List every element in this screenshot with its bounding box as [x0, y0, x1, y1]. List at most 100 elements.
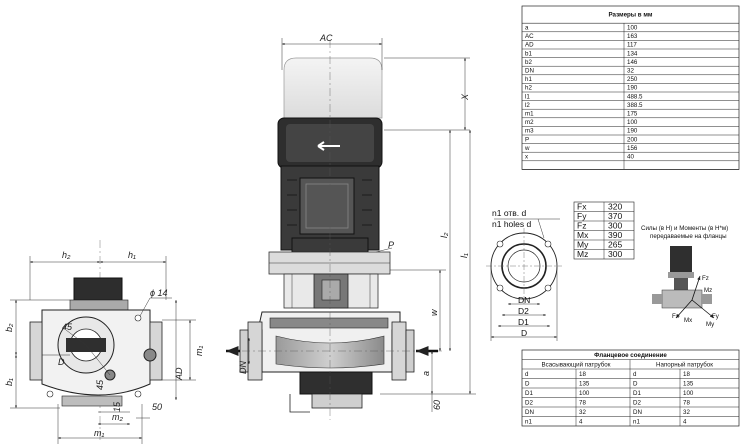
dims-row-key: m1	[525, 111, 534, 118]
dim-45-bottom: 45	[95, 379, 105, 390]
discharge-key: n1	[633, 419, 640, 426]
dims-row-key: AD	[525, 42, 534, 49]
suction-key: DN	[525, 409, 534, 416]
dim-l2: l₂	[439, 232, 449, 238]
dims-row-key: w	[524, 145, 530, 152]
dims-row-value: 146	[627, 59, 638, 66]
suction-key: D1	[525, 390, 533, 397]
axis-my: My	[706, 321, 715, 328]
dims-row-value: 190	[627, 85, 638, 92]
discharge-value: 135	[683, 381, 694, 388]
axis-fy: Fy	[712, 313, 720, 320]
dims-row-value: 388.5	[627, 102, 643, 109]
dim-a: a	[421, 371, 431, 376]
dims-row-key: l2	[525, 102, 530, 109]
load-key: Fz	[577, 220, 586, 230]
dim-h1: h₁	[128, 250, 136, 260]
dim-ac: AC	[319, 33, 333, 43]
axis-fz: Fz	[702, 275, 709, 282]
suction-value: 135	[579, 381, 590, 388]
dims-row-value: 100	[627, 25, 638, 32]
dim-15: 15	[112, 401, 122, 412]
dim-45-top: 45	[62, 322, 73, 332]
load-key: Mz	[577, 249, 588, 259]
load-value: 300	[608, 220, 622, 230]
suction-value: 18	[579, 371, 586, 378]
axis-mx: Mx	[684, 317, 693, 324]
discharge-key: d	[633, 371, 637, 378]
dims-row-key: b1	[525, 50, 532, 57]
dims-row-value: 134	[627, 50, 638, 57]
dim-w: w	[429, 309, 439, 316]
dims-row-key: h1	[525, 76, 532, 83]
motor-housing	[277, 117, 383, 253]
flange-table-title: Фланцевое соединение	[594, 352, 667, 359]
discharge-key: D1	[633, 390, 641, 397]
flange-holes-ru: n1 отв. d	[492, 208, 526, 218]
dim-dn-front: DN	[238, 361, 248, 374]
side-view: h₂ h₁ ϕ 14 b₂ b₁	[4, 240, 204, 444]
front-view: AC X l₂ l₁ w a 60 P DN	[226, 33, 476, 420]
flange-d2: D2	[518, 306, 529, 316]
dims-row-value: 488.5	[627, 93, 643, 100]
dims-row-value: 190	[627, 128, 638, 135]
dims-row-key: AC	[525, 33, 534, 40]
forces-note-line1: Силы (в Н) и Моменты (в Н*м)	[641, 225, 728, 232]
dims-row-value: 156	[627, 145, 638, 152]
forces-note-line2: передаваемые на фланцы	[650, 233, 727, 240]
load-key: My	[577, 239, 589, 249]
suction-key: d	[525, 371, 529, 378]
discharge-value: 78	[683, 400, 690, 407]
dims-row-value: 175	[627, 111, 638, 118]
dims-row-value: 163	[627, 33, 638, 40]
load-value: 320	[608, 201, 622, 211]
flange-dn: DN	[518, 295, 530, 305]
suction-key: n1	[525, 419, 532, 426]
dim-x: X	[460, 93, 470, 101]
discharge-value: 100	[683, 390, 694, 397]
discharge-key: DN	[633, 409, 642, 416]
dims-row-key: h2	[525, 85, 532, 92]
dim-m1-horizontal: m₁	[94, 428, 104, 438]
dim-ad: AD	[174, 367, 184, 381]
dim-b1: b₁	[4, 378, 14, 386]
suction-value: 78	[579, 400, 586, 407]
dim-l1: l₁	[459, 253, 469, 258]
flange-d: D	[521, 328, 527, 338]
load-value: 300	[608, 249, 622, 259]
dims-row-key: a	[525, 25, 529, 32]
dim-h2: h₂	[62, 250, 71, 260]
dims-row-value: 100	[627, 119, 638, 126]
load-key: Fy	[577, 211, 587, 221]
discharge-key: D2	[633, 400, 641, 407]
discharge-value: 32	[683, 409, 690, 416]
suction-value: 4	[579, 419, 583, 426]
dim-m2: m₂	[112, 412, 123, 422]
axis-mz: Mz	[704, 287, 712, 294]
dim-p: P	[388, 240, 394, 250]
dims-row-key: DN	[525, 68, 534, 75]
dim-60: 60	[432, 400, 442, 410]
dim-m1-vertical: m₁	[194, 346, 204, 356]
suction-key: D2	[525, 400, 533, 407]
discharge-value: 4	[683, 419, 687, 426]
dim-50: 50	[152, 402, 162, 412]
discharge-value: 18	[683, 371, 690, 378]
dims-row-value: 32	[627, 68, 634, 75]
suction-value: 32	[579, 409, 586, 416]
lantern-bracket	[283, 273, 379, 309]
discharge-key: D	[633, 381, 638, 388]
dims-row-key: P	[525, 136, 529, 143]
load-value: 390	[608, 230, 622, 240]
dims-row-value: 40	[627, 154, 634, 161]
dim-d-side: D	[58, 357, 65, 367]
discharge-header: Напорный патрубок	[656, 362, 713, 369]
suction-value: 100	[579, 390, 590, 397]
load-value: 265	[608, 239, 622, 249]
axis-fx: Fx	[672, 313, 680, 320]
dims-table-title: Размеры в мм	[609, 11, 653, 18]
